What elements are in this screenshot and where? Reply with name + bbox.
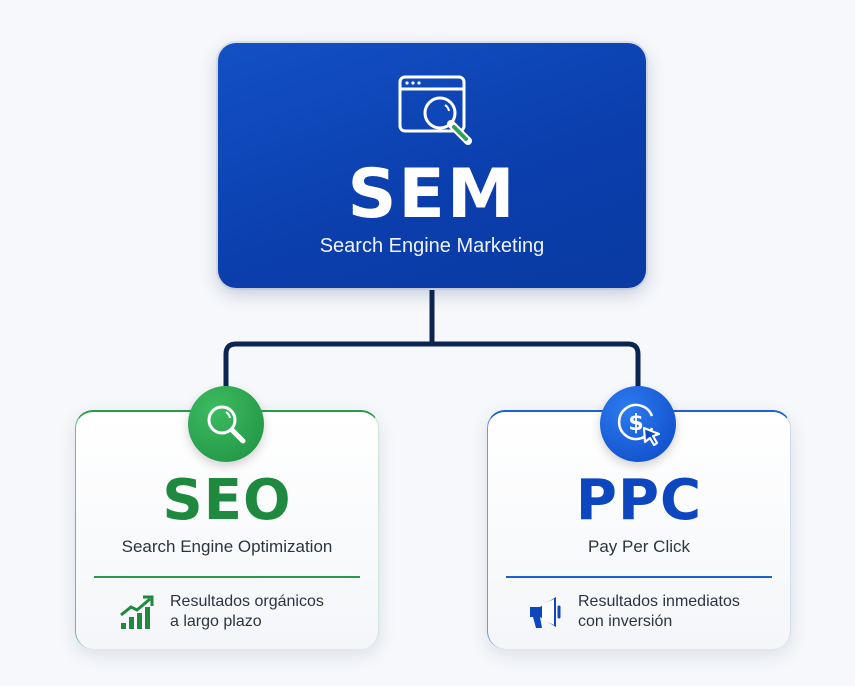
seo-badge (188, 386, 264, 462)
ppc-feature: Resultados inmediatos con inversión (526, 592, 740, 632)
seo-divider (94, 576, 360, 578)
sem-root-node: SEM Search Engine Marketing (218, 43, 646, 288)
ppc-divider (506, 576, 772, 578)
ppc-title: PPC (575, 468, 703, 533)
seo-title: SEO (162, 468, 292, 533)
ppc-badge: $ (600, 386, 676, 462)
ppc-node: $ PPC Pay Per Click Resultados inmediato… (487, 386, 791, 649)
ppc-feature-line1: Resultados inmediatos (578, 593, 740, 610)
seo-feature: Resultados orgánicos a largo plazo (118, 592, 324, 632)
seo-node: SEO Search Engine Optimization Resultado… (75, 386, 379, 649)
megaphone-icon (530, 597, 561, 628)
growth-chart-icon (120, 595, 154, 629)
seo-subtitle: Search Engine Optimization (121, 537, 333, 556)
seo-feature-line2: a largo plazo (170, 613, 262, 630)
dollar-click-icon: $ (617, 403, 661, 447)
seo-feature-line1: Resultados orgánicos (170, 593, 324, 610)
ppc-subtitle: Pay Per Click (587, 537, 691, 556)
svg-text:$: $ (628, 411, 643, 436)
sem-subtitle: Search Engine Marketing (319, 235, 545, 257)
ppc-feature-line2: con inversión (578, 613, 673, 630)
sem-title: SEM (347, 155, 517, 234)
magnifier-icon (207, 405, 246, 444)
browser-search-icon (398, 75, 472, 145)
